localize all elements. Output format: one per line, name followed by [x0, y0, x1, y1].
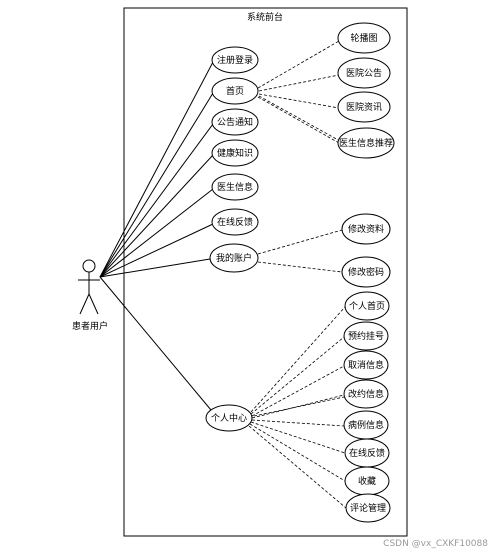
use-case-health-knowledge-label: 健康知识	[217, 147, 253, 159]
use-case-hospital-news-label: 医院资讯	[346, 101, 382, 113]
actor-associations	[99, 61, 214, 411]
use-case-appointment-label: 预约挂号	[348, 330, 384, 342]
use-case-favorites-label: 收藏	[358, 475, 376, 487]
use-case-comment-management[interactable]: 评论管理	[345, 493, 391, 523]
use-case-medical-records-label: 病例信息	[348, 419, 384, 431]
actor-label: 患者用户	[72, 320, 108, 332]
use-case-health-knowledge[interactable]: 健康知识	[211, 139, 259, 167]
use-case-personal-home-label: 个人首页	[349, 300, 385, 312]
use-case-personal-center[interactable]: 个人中心	[205, 404, 253, 432]
use-case-comment-management-label: 评论管理	[350, 502, 386, 514]
use-case-change-password-label: 修改密码	[348, 266, 384, 278]
use-case-online-feedback[interactable]: 在线反馈	[211, 208, 259, 236]
use-case-cancel-info-label: 取消信息	[348, 359, 384, 371]
use-case-hospital-notice[interactable]: 医院公告	[337, 57, 391, 89]
use-case-hospital-news[interactable]: 医院资讯	[337, 91, 391, 123]
use-case-hospital-notice-label: 医院公告	[346, 67, 382, 79]
use-case-edit-profile[interactable]: 修改资料	[341, 213, 391, 245]
use-case-edit-profile-label: 修改资料	[348, 223, 384, 235]
use-case-home-label: 首页	[226, 85, 244, 97]
use-case-doctor-info[interactable]: 医生信息	[211, 173, 259, 201]
use-case-my-account-label: 我的账户	[216, 252, 252, 264]
system-title: 系统前台	[247, 11, 283, 23]
use-case-personal-center-label: 个人中心	[211, 412, 247, 424]
dashed-links	[248, 40, 347, 509]
use-case-pc-online-feedback-label: 在线反馈	[349, 447, 385, 459]
use-case-doctor-info-label: 医生信息	[217, 181, 253, 193]
use-case-change-password[interactable]: 修改密码	[341, 256, 391, 288]
use-case-home[interactable]: 首页	[211, 77, 259, 105]
use-case-register-login[interactable]: 注册登录	[211, 46, 259, 74]
system-boundary	[123, 7, 408, 537]
use-case-carousel[interactable]: 轮播图	[337, 22, 391, 54]
use-case-my-account[interactable]: 我的账户	[209, 243, 259, 273]
use-case-register-login-label: 注册登录	[217, 54, 253, 66]
use-case-doctor-recommend[interactable]: 医生信息推荐	[337, 127, 395, 159]
actor-patient-user	[78, 259, 100, 315]
use-case-reschedule-info-label: 改约信息	[348, 388, 384, 400]
use-case-doctor-recommend-label: 医生信息推荐	[339, 137, 393, 149]
watermark: CSDN @vx_CXKF10088	[383, 539, 488, 549]
use-case-personal-home[interactable]: 个人首页	[344, 291, 390, 321]
use-case-reschedule-info[interactable]: 改约信息	[343, 379, 389, 409]
use-case-favorites[interactable]: 收藏	[344, 466, 390, 496]
use-case-announcements-label: 公告通知	[217, 116, 253, 128]
use-case-cancel-info[interactable]: 取消信息	[343, 350, 389, 380]
use-case-medical-records[interactable]: 病例信息	[343, 410, 389, 440]
use-case-announcements[interactable]: 公告通知	[211, 108, 259, 136]
use-case-carousel-label: 轮播图	[350, 32, 377, 44]
use-case-appointment[interactable]: 预约挂号	[343, 321, 389, 351]
use-case-pc-online-feedback[interactable]: 在线反馈	[344, 438, 390, 468]
use-case-online-feedback-label: 在线反馈	[217, 216, 253, 228]
